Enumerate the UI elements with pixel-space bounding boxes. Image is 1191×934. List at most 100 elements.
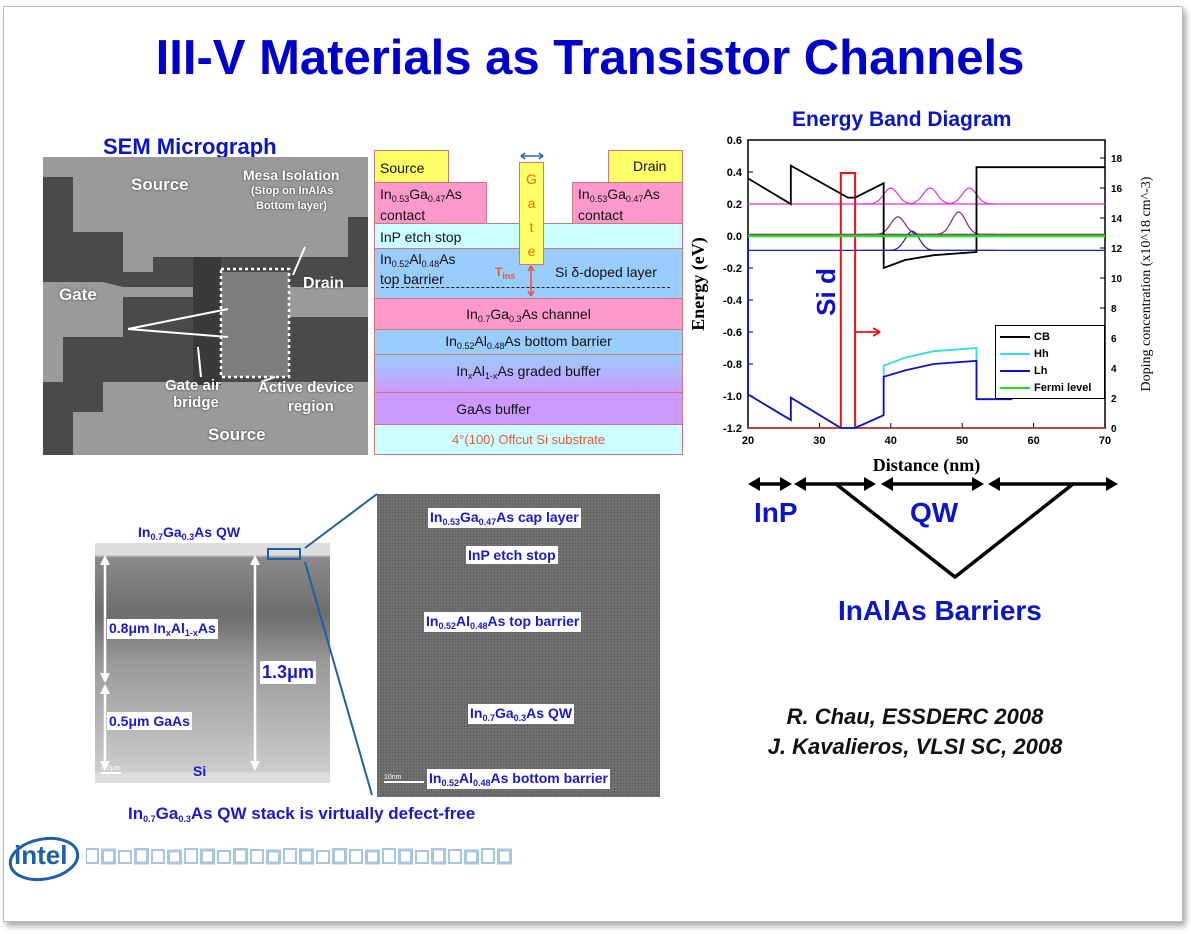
legend-item: Fermi level bbox=[1000, 379, 1104, 396]
pattern-glyph bbox=[134, 848, 149, 865]
sem-label-active1: Active device bbox=[258, 379, 354, 396]
hr-label-top-barrier: In0.52Al0.48As top barrier bbox=[424, 612, 582, 632]
pattern-glyph bbox=[316, 850, 330, 864]
sem-label-source-bottom: Source bbox=[208, 425, 266, 444]
y2-tick-label: 18 bbox=[1111, 154, 1123, 165]
y-tick-label: 0.4 bbox=[727, 167, 743, 179]
sem-label-drain: Drain bbox=[303, 275, 344, 292]
delta-doping-line bbox=[381, 287, 670, 288]
zoom-region-box bbox=[267, 548, 301, 560]
y-tick-label: -0.8 bbox=[723, 359, 742, 371]
intel-logo: intel bbox=[6, 834, 82, 884]
sem-heading: SEM Micrograph bbox=[103, 134, 277, 159]
y2-axis-label: Doping concentration (x10^18 cm^-3) bbox=[1139, 176, 1154, 391]
wavefunction-0 bbox=[862, 187, 997, 205]
y2-tick-label: 12 bbox=[1111, 244, 1123, 255]
sem-label-air1: Gate air bbox=[165, 377, 221, 394]
pattern-glyph bbox=[497, 848, 512, 865]
pattern-glyph bbox=[86, 848, 99, 864]
y2-tick-label: 16 bbox=[1111, 184, 1123, 195]
doping-profile bbox=[839, 172, 857, 428]
pattern-glyph bbox=[118, 850, 132, 864]
band-heading: Energy Band Diagram bbox=[792, 108, 1012, 131]
y-tick-label: 0.2 bbox=[727, 199, 742, 211]
zoom-connector-lines bbox=[304, 493, 378, 796]
x-tick-label: 20 bbox=[742, 435, 754, 447]
pattern-glyph bbox=[349, 849, 363, 864]
legend-item: Lh bbox=[1000, 362, 1104, 379]
layer-bottom-barrier: In0.52Al0.48As bottom barrier bbox=[374, 329, 683, 355]
sem-label-air2: bridge bbox=[173, 394, 219, 411]
sem-label-source-top: Source bbox=[131, 175, 189, 194]
tem-label-inalas: 0.8μm InxAl1-xAs bbox=[107, 619, 218, 639]
pattern-glyph bbox=[151, 849, 165, 864]
pattern-glyph bbox=[415, 850, 429, 864]
si-doped-label: Si δ-doped layer bbox=[555, 264, 657, 280]
hr-label-cap: In0.53Ga0.47As cap layer bbox=[428, 508, 581, 528]
sem-micrograph: Source Mesa Isolation (Stop on InAlAs Bo… bbox=[43, 157, 368, 455]
region-barriers-label: InAlAs Barriers bbox=[838, 595, 1042, 626]
x-tick-label: 50 bbox=[956, 435, 968, 447]
pattern-glyph bbox=[266, 849, 281, 865]
y-tick-label: 0.0 bbox=[727, 231, 742, 243]
region-qw-label: QW bbox=[910, 497, 959, 528]
pattern-glyph bbox=[382, 848, 396, 864]
thickness-arrows bbox=[100, 555, 260, 771]
citation-1: R. Chau, ESSDERC 2008 bbox=[786, 704, 1044, 729]
legend-swatch bbox=[1000, 369, 1030, 372]
y-tick-label: -0.4 bbox=[723, 295, 743, 307]
series-cb bbox=[747, 164, 1105, 270]
pattern-glyph bbox=[200, 848, 215, 865]
tem-label-total: 1.3μm bbox=[260, 661, 317, 684]
region-inp-label: InP bbox=[754, 497, 798, 528]
tem-caption: In0.7Ga0.3As QW stack is virtually defec… bbox=[128, 804, 476, 824]
legend-label: Fermi level bbox=[1034, 381, 1092, 394]
hr-label-bottom-barrier: In0.52Al0.48As bottom barrier bbox=[427, 769, 610, 789]
wavefunction-2 bbox=[862, 230, 997, 251]
sem-label-active2: region bbox=[288, 398, 334, 415]
pattern-glyph bbox=[448, 849, 462, 864]
legend-swatch bbox=[1000, 352, 1030, 355]
pattern-glyph bbox=[184, 848, 198, 864]
sem-label-mesa-note1: (Stop on InAlAs bbox=[251, 185, 334, 197]
tins-label: Tins bbox=[495, 265, 516, 281]
y2-tick-label: 2 bbox=[1111, 394, 1117, 405]
sem-label-mesa: Mesa Isolation bbox=[243, 167, 340, 183]
y2-tick-label: 14 bbox=[1111, 214, 1123, 225]
pattern-glyph bbox=[299, 848, 314, 865]
slide-title: III-V Materials as Transistor Channels bbox=[155, 31, 1025, 85]
pattern-glyph bbox=[101, 848, 116, 865]
y-axis-label: Energy (eV) bbox=[688, 237, 709, 330]
si-delta-label: Si d bbox=[811, 268, 841, 316]
y-tick-label: 0.6 bbox=[727, 135, 742, 147]
legend-item: Hh bbox=[1000, 345, 1104, 362]
layer-channel: In0.7Ga0.3As channel bbox=[374, 298, 683, 330]
pattern-glyph bbox=[481, 848, 495, 864]
y-tick-label: -0.6 bbox=[723, 327, 742, 339]
hr-label-qw: In0.7Ga0.3As QW bbox=[468, 704, 575, 724]
legend-label: CB bbox=[1034, 330, 1050, 343]
region-markers bbox=[748, 477, 1118, 580]
legend-label: Hh bbox=[1034, 347, 1049, 360]
tem-label-si: Si bbox=[193, 763, 207, 779]
pattern-glyph bbox=[250, 849, 264, 864]
pattern-glyph bbox=[217, 850, 231, 864]
tem-high-res-image: In0.53Ga0.47As cap layer InP etch stop I… bbox=[377, 494, 660, 797]
layer-graded-buffer: InxAl1-xAs graded buffer bbox=[374, 354, 683, 393]
layer-si-substrate: 4°(100) Offcut Si substrate bbox=[374, 424, 683, 455]
pattern-glyph bbox=[167, 849, 182, 865]
legend-swatch bbox=[1000, 335, 1030, 338]
hr-scale-bar: 10nm bbox=[384, 774, 424, 783]
pattern-glyph bbox=[332, 848, 347, 865]
doping-axis-arrow bbox=[855, 327, 881, 337]
tem-label-gaas: 0.5μm GaAs bbox=[107, 712, 192, 730]
legend-label: Lh bbox=[1034, 364, 1048, 377]
wavefunction-1 bbox=[862, 211, 997, 235]
y2-tick-label: 6 bbox=[1111, 334, 1117, 345]
y2-tick-label: 8 bbox=[1111, 304, 1117, 315]
